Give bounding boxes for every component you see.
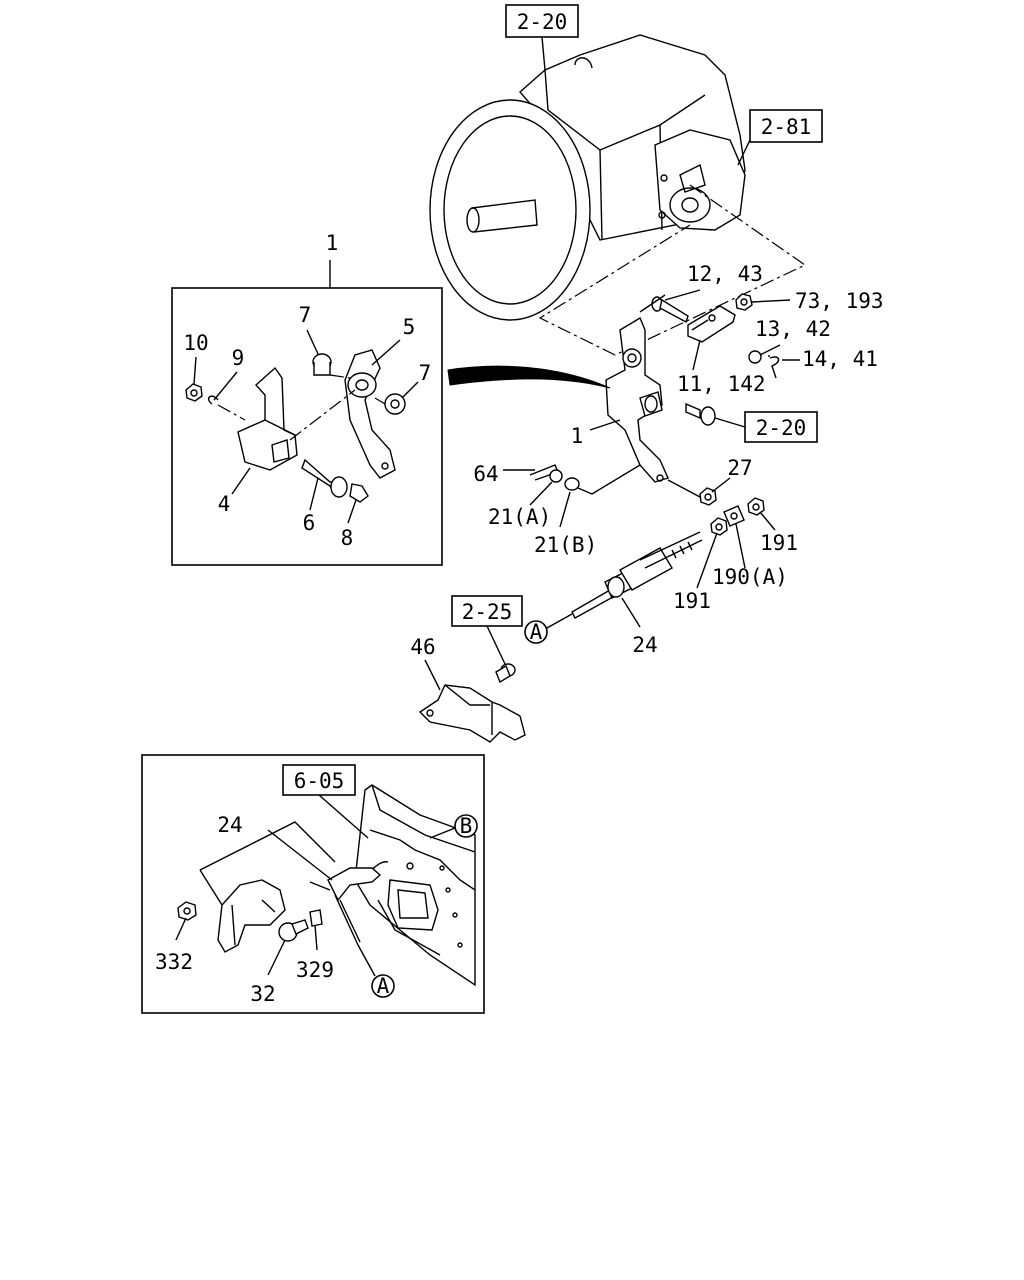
label-10: 10 [183,331,208,355]
label-64: 64 [473,462,498,486]
label-73: 73, 193 [795,289,884,313]
inset-nut-332 [177,901,197,921]
washer-13 [748,350,762,364]
label-6: 6 [303,511,316,535]
bolt-2-25 [495,663,516,684]
bracket-46 [418,684,526,743]
ref-label-bracket: 2-20 [756,416,807,440]
detail-bracket [237,366,298,471]
detail-bushing-top [312,353,332,376]
label-332: 332 [155,950,193,974]
detail-box [171,287,443,566]
part-labels: 1 1 4 5 6 7 7 8 9 10 11, 142 12, 43 13, … [155,231,883,1006]
nut-191-b [747,497,765,516]
cable-24 [571,531,703,619]
label-13: 13, 42 [755,317,831,341]
pin-64 [529,464,559,481]
label-21a: 21(A) [488,505,551,529]
pin-14 [769,356,780,379]
inset-box [141,754,485,1014]
detail-nut-10 [185,383,203,402]
label-21b: 21(B) [534,533,597,557]
mount-outline [538,184,807,356]
svg-text:A: A [377,974,390,998]
nut-191-a [710,517,728,536]
marker-b: B [454,814,478,838]
ref-box-trans-right: 2-81 [749,109,823,143]
label-27: 27 [727,456,752,480]
washer-21a [549,469,563,483]
svg-text:A: A [530,620,543,644]
label-191b: 191 [760,531,798,555]
label-12: 12, 43 [687,262,763,286]
clevis [687,305,736,343]
inset-frame [354,784,476,987]
detail-lever [344,349,396,479]
nut-73 [735,293,753,311]
ref-box-bracket: 2-20 [744,411,818,443]
inset-washer-329 [309,909,323,927]
detail-arrow [447,365,611,389]
label-5: 5 [403,315,416,339]
nut-27 [699,487,717,506]
detail-clip-9 [208,395,219,405]
label-24: 24 [632,633,657,657]
swivel-190 [723,505,745,527]
transmission-drawing [429,34,746,321]
detail-bushing-right [384,393,406,415]
label-1-main: 1 [571,424,584,448]
shift-bracket [605,316,669,483]
label-9: 9 [232,346,245,370]
inset-bolt-32 [278,919,309,942]
detail-bolt-8 [349,483,369,503]
marker-a-inset: A [371,974,395,998]
label-1-top: 1 [326,231,339,255]
svg-text:B: B [460,814,473,838]
detail-pin-6 [301,458,348,498]
washer-21b [564,477,580,491]
ref-label-lower: 2-25 [462,600,513,624]
ref-label-trans-top: 2-20 [517,10,568,34]
ref-box-inset: 6-05 [282,764,356,796]
label-4: 4 [218,492,231,516]
label-7a: 7 [299,303,312,327]
label-329: 329 [296,958,334,982]
label-32: 32 [250,982,275,1006]
inset-bracket [217,879,286,953]
bolt-2-20 [685,402,716,426]
label-14: 14, 41 [802,347,878,371]
label-8: 8 [341,526,354,550]
ref-label-inset: 6-05 [294,769,345,793]
inset-cable [327,867,382,946]
label-46: 46 [410,635,435,659]
label-191a: 191 [673,589,711,613]
ref-box-trans-top: 2-20 [505,4,579,38]
label-11: 11, 142 [677,372,766,396]
label-190: 190(A) [712,565,788,589]
label-24-inset: 24 [217,813,242,837]
label-7b: 7 [419,361,432,385]
marker-a-main: A [524,620,548,644]
ref-label-trans-right: 2-81 [761,115,812,139]
ref-box-lower: 2-25 [451,595,523,627]
